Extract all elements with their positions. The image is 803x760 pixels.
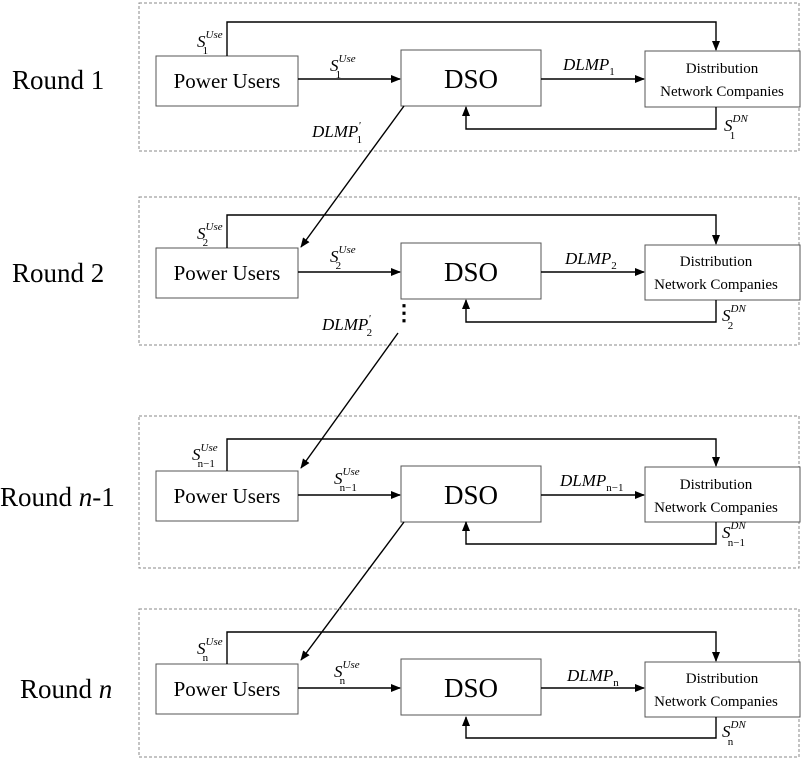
round-1-dn-line1: Distribution [686, 61, 759, 77]
round-2-dso-label: DSO [444, 257, 498, 287]
round-n-1-power-users-label: Power Users [174, 484, 281, 508]
ellipsis-continuation: ⋮ [393, 300, 415, 325]
round-1-dlmp: DLMP1 [562, 55, 615, 78]
round-2-to-n-1-price-arrow [300, 332, 399, 469]
round-n-1-dn-feedback-arrow [462, 521, 717, 545]
round-1-dso-label: DSO [444, 64, 498, 94]
round-1-dn-box [644, 50, 801, 108]
round-2-dn-box [644, 244, 801, 301]
round-1-dso-box [400, 49, 542, 107]
round-n-group: Round n Power Users DSO Distribution Net… [20, 608, 801, 758]
round-2-dso-box [400, 242, 542, 300]
round-2-power-users-label: Power Users [174, 261, 281, 285]
round-2-dn-feedback-arrow [462, 299, 717, 323]
round-n-dn-feedback-arrow [462, 716, 717, 739]
round-1-to-2-price-arrow [300, 105, 405, 248]
round-2-dn-line1: Distribution [680, 254, 753, 270]
round-2-frame [138, 196, 800, 346]
round-n-1-to-n-price-arrow [300, 521, 405, 661]
round-n-power-users-box [155, 663, 299, 715]
round-2-dlmp-prime: DLMP'2 [321, 313, 372, 339]
round-n-dn-box [644, 661, 801, 718]
round-n-1-dn-line2: Network Companies [654, 500, 778, 516]
round-1-power-users-label: Power Users [174, 69, 281, 93]
round-2-power-users-box [155, 247, 299, 299]
round-n-dso-label: DSO [444, 673, 498, 703]
round-n-1-label: Round n-1 [0, 482, 115, 512]
round-n-1-bypass-arrow [226, 438, 720, 471]
round-1-dlmp-prime: DLMP'1 [311, 120, 362, 146]
round-n-1-dso-box [400, 465, 542, 523]
round-n-label: Round n [20, 674, 112, 704]
round-2-group: Round 2 Power Users DSO Distribution Net… [12, 196, 801, 346]
round-1-power-users-box [155, 55, 299, 107]
round-2-dn-line2: Network Companies [654, 277, 778, 293]
round-n-power-users-label: Power Users [174, 677, 281, 701]
round-1-frame [138, 2, 800, 152]
round-2-bypass-arrow [226, 214, 720, 248]
round-1-bypass-arrow [226, 21, 720, 56]
round-n-bypass-arrow [226, 631, 720, 664]
round-n-dn-line2: Network Companies [654, 694, 778, 710]
round-n-frame [138, 608, 800, 758]
round-n-1-dn-box [644, 466, 801, 523]
round-1-dn-line2: Network Companies [660, 84, 784, 100]
round-1-group: Round 1 Power Users DSO Distribution Net… [12, 2, 801, 152]
round-n-dso-box [400, 658, 542, 716]
round-1-dn-feedback-arrow [462, 106, 717, 130]
round-n-1-group: Round n-1 Power Users DSO Distribution N… [0, 415, 801, 569]
round-1-label: Round 1 [12, 65, 104, 95]
round-2-label: Round 2 [12, 258, 104, 288]
round-n-1-dso-label: DSO [444, 480, 498, 510]
round-n-dn-line1: Distribution [686, 671, 759, 687]
round-n-dlmp: DLMPn [566, 666, 619, 689]
round-n-1-dn-line1: Distribution [680, 477, 753, 493]
round-2-dlmp: DLMP2 [564, 249, 617, 272]
round-n-1-dlmp: DLMPn−1 [559, 471, 624, 494]
